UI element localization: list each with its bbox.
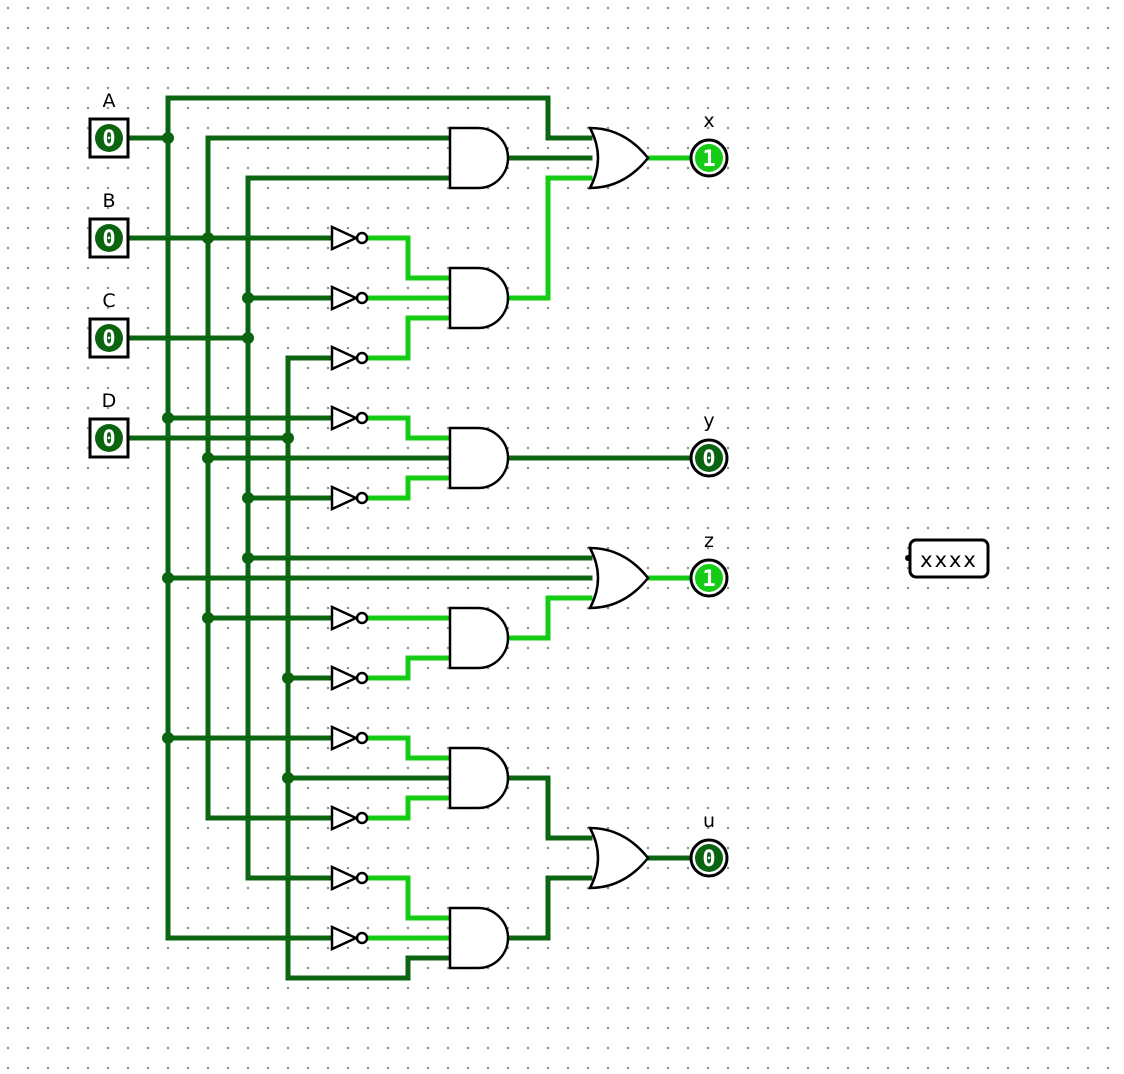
input-label-c: C — [102, 290, 115, 312]
and-gates — [448, 126, 510, 970]
not-gates — [330, 225, 369, 951]
wire-a — [125, 95, 593, 941]
not-gate-7[interactable] — [330, 665, 369, 691]
wire-b — [125, 135, 453, 821]
output-pin-z[interactable]: z 1 — [689, 530, 729, 598]
and-gate-4[interactable] — [448, 606, 510, 670]
junction-dot — [162, 412, 174, 424]
output-pins: x 1 y 0 z 1 u 0 — [689, 110, 729, 878]
not-gate-10[interactable] — [330, 865, 369, 891]
wire-not-out-4 — [365, 415, 453, 441]
not-gate-5[interactable] — [330, 485, 369, 511]
probe-value: xxxx — [920, 548, 978, 572]
input-label-a: A — [103, 90, 116, 112]
and-gate-3[interactable] — [448, 426, 510, 490]
output-value-u: 0 — [702, 847, 715, 872]
wire-and6-out — [505, 875, 593, 941]
input-label-d: D — [102, 390, 117, 412]
junction-dot — [282, 672, 294, 684]
wire-c — [125, 175, 593, 881]
or-gate-z[interactable] — [588, 546, 650, 610]
output-pin-x[interactable]: x 1 — [689, 110, 729, 178]
junction-dot — [242, 552, 254, 564]
wire-not-out-7 — [365, 655, 453, 681]
junction-dot — [202, 612, 214, 624]
wire-not-out-10 — [365, 875, 453, 921]
wire-d — [125, 355, 453, 981]
wire-and4-out — [505, 595, 593, 641]
junction-dot — [162, 132, 174, 144]
output-value-y: 0 — [702, 447, 715, 472]
not-gate-4[interactable] — [330, 405, 369, 431]
junction-dot — [282, 432, 294, 444]
input-value-b: 0 — [102, 227, 115, 252]
wire-not-out-8 — [365, 735, 453, 761]
input-pin-a[interactable]: A 0 — [88, 90, 130, 159]
junction-dot — [162, 732, 174, 744]
output-value-x: 1 — [702, 147, 715, 172]
wire-and2-out — [505, 175, 593, 301]
not-gate-1[interactable] — [330, 225, 369, 251]
junction-dots — [162, 132, 294, 784]
not-gate-8[interactable] — [330, 725, 369, 751]
and-gate-2[interactable] — [448, 266, 510, 330]
wire-not-out-5 — [365, 475, 453, 501]
input-label-b: B — [102, 190, 115, 212]
input-value-d: 0 — [102, 427, 115, 452]
output-label-u: u — [703, 810, 715, 832]
output-label-y: y — [703, 410, 714, 432]
not-gate-3[interactable] — [330, 345, 369, 371]
wire-not-out-3 — [365, 315, 453, 361]
or-gates — [588, 126, 650, 890]
output-pin-u[interactable]: u 0 — [689, 810, 729, 878]
or-gate-x[interactable] — [588, 126, 650, 190]
not-gate-9[interactable] — [330, 805, 369, 831]
wire-not-out-1 — [365, 235, 453, 281]
input-pins: A 0 B 0 C 0 D 0 — [88, 90, 130, 459]
or-gate-u[interactable] — [588, 826, 650, 890]
and-gate-5[interactable] — [448, 746, 510, 810]
input-value-a: 0 — [102, 127, 115, 152]
output-label-z: z — [704, 530, 714, 552]
junction-dot — [162, 572, 174, 584]
junction-dot — [242, 292, 254, 304]
input-pin-c[interactable]: C 0 — [88, 290, 130, 359]
output-value-z: 1 — [702, 567, 715, 592]
wires — [125, 95, 693, 981]
output-pin-y[interactable]: y 0 — [689, 410, 729, 478]
not-gate-2[interactable] — [330, 285, 369, 311]
input-value-c: 0 — [102, 327, 115, 352]
junction-dot — [282, 772, 294, 784]
and-gate-1[interactable] — [448, 126, 510, 190]
output-label-x: x — [703, 110, 714, 132]
junction-dot — [242, 332, 254, 344]
input-pin-b[interactable]: B 0 — [88, 190, 130, 259]
wire-not-out-9 — [365, 795, 453, 821]
wire-and5-out — [505, 775, 593, 841]
input-pin-d[interactable]: D 0 — [88, 390, 130, 459]
and-gate-6[interactable] — [448, 906, 510, 970]
probe-output[interactable]: xxxx — [905, 538, 990, 579]
junction-dot — [242, 492, 254, 504]
junction-dot — [202, 452, 214, 464]
not-gate-6[interactable] — [330, 605, 369, 631]
junction-dot — [202, 232, 214, 244]
not-gate-11[interactable] — [330, 925, 369, 951]
